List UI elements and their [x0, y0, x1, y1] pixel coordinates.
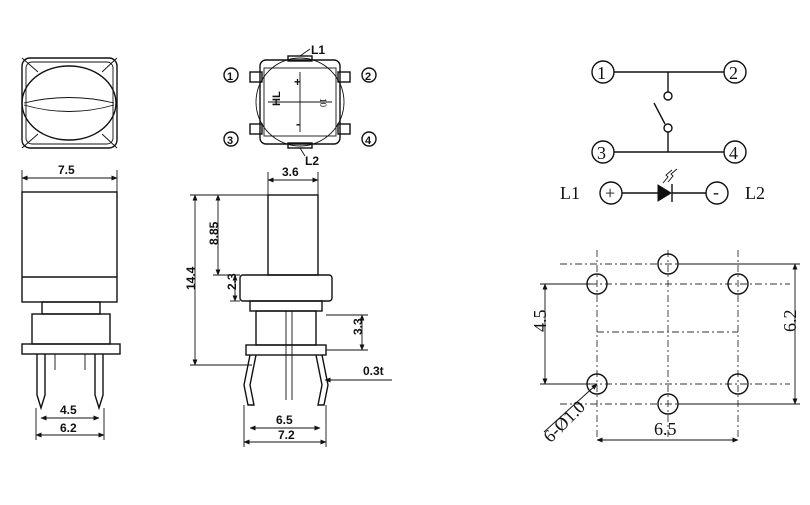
front-side-view: 7.5 4.5 6.2: [21, 163, 121, 440]
footprint-bottom-label: 6.5: [654, 419, 677, 439]
schematic-pin-1: 1: [597, 63, 606, 83]
pin-top-view: 1 2 3 4 + - HL 10 L1 L2: [223, 43, 377, 168]
front-body-width-label: 6.2: [60, 421, 77, 435]
top-code: 10: [318, 98, 328, 108]
schematic-minus: -: [713, 182, 719, 202]
side-base-height-label: 3.3: [351, 318, 365, 335]
schematic-l2: L2: [745, 183, 765, 203]
top-l2-label: L2: [305, 154, 319, 168]
top-pin-2: 2: [365, 71, 371, 83]
schematic: 1 2 3 4 L1 + - L2: [560, 60, 765, 205]
side-body-width-label: 7.2: [278, 428, 295, 442]
schematic-plus: +: [605, 183, 615, 203]
top-minus-sign: -: [296, 117, 300, 131]
side-total-height-label: 14.4: [184, 266, 198, 290]
side-thickness-label: 0.3t: [363, 364, 384, 378]
top-logo: HL: [271, 91, 283, 106]
schematic-pin-3: 3: [597, 143, 606, 163]
top-l1-label: L1: [311, 43, 325, 57]
side-cap-width-label: 3.6: [282, 165, 299, 179]
front-width-label: 7.5: [58, 163, 75, 177]
top-pin-3: 3: [227, 135, 233, 147]
side-flange-label: 2.3: [225, 273, 239, 290]
top-pin-1: 1: [227, 71, 233, 83]
top-pin-4: 4: [365, 135, 372, 147]
side-cap-height-label: 8.85: [207, 221, 221, 245]
schematic-l1: L1: [560, 183, 580, 203]
footprint-vertical-label: 4.5: [530, 310, 550, 333]
side-pin-span-label: 6.5: [276, 413, 293, 427]
front-pin-span-label: 4.5: [60, 403, 77, 417]
side-view: 3.6 14.4 8.85 2.3 3.3 0.3t 6.5: [184, 165, 392, 447]
schematic-pin-4: 4: [729, 143, 738, 163]
footprint: 4.5 6.2 6.5 6-Ø1.0: [530, 250, 800, 446]
footprint-right-label: 6.2: [780, 310, 800, 333]
front-top-view: [21, 57, 118, 149]
top-plus-sign: +: [294, 75, 301, 89]
schematic-pin-2: 2: [729, 63, 738, 83]
